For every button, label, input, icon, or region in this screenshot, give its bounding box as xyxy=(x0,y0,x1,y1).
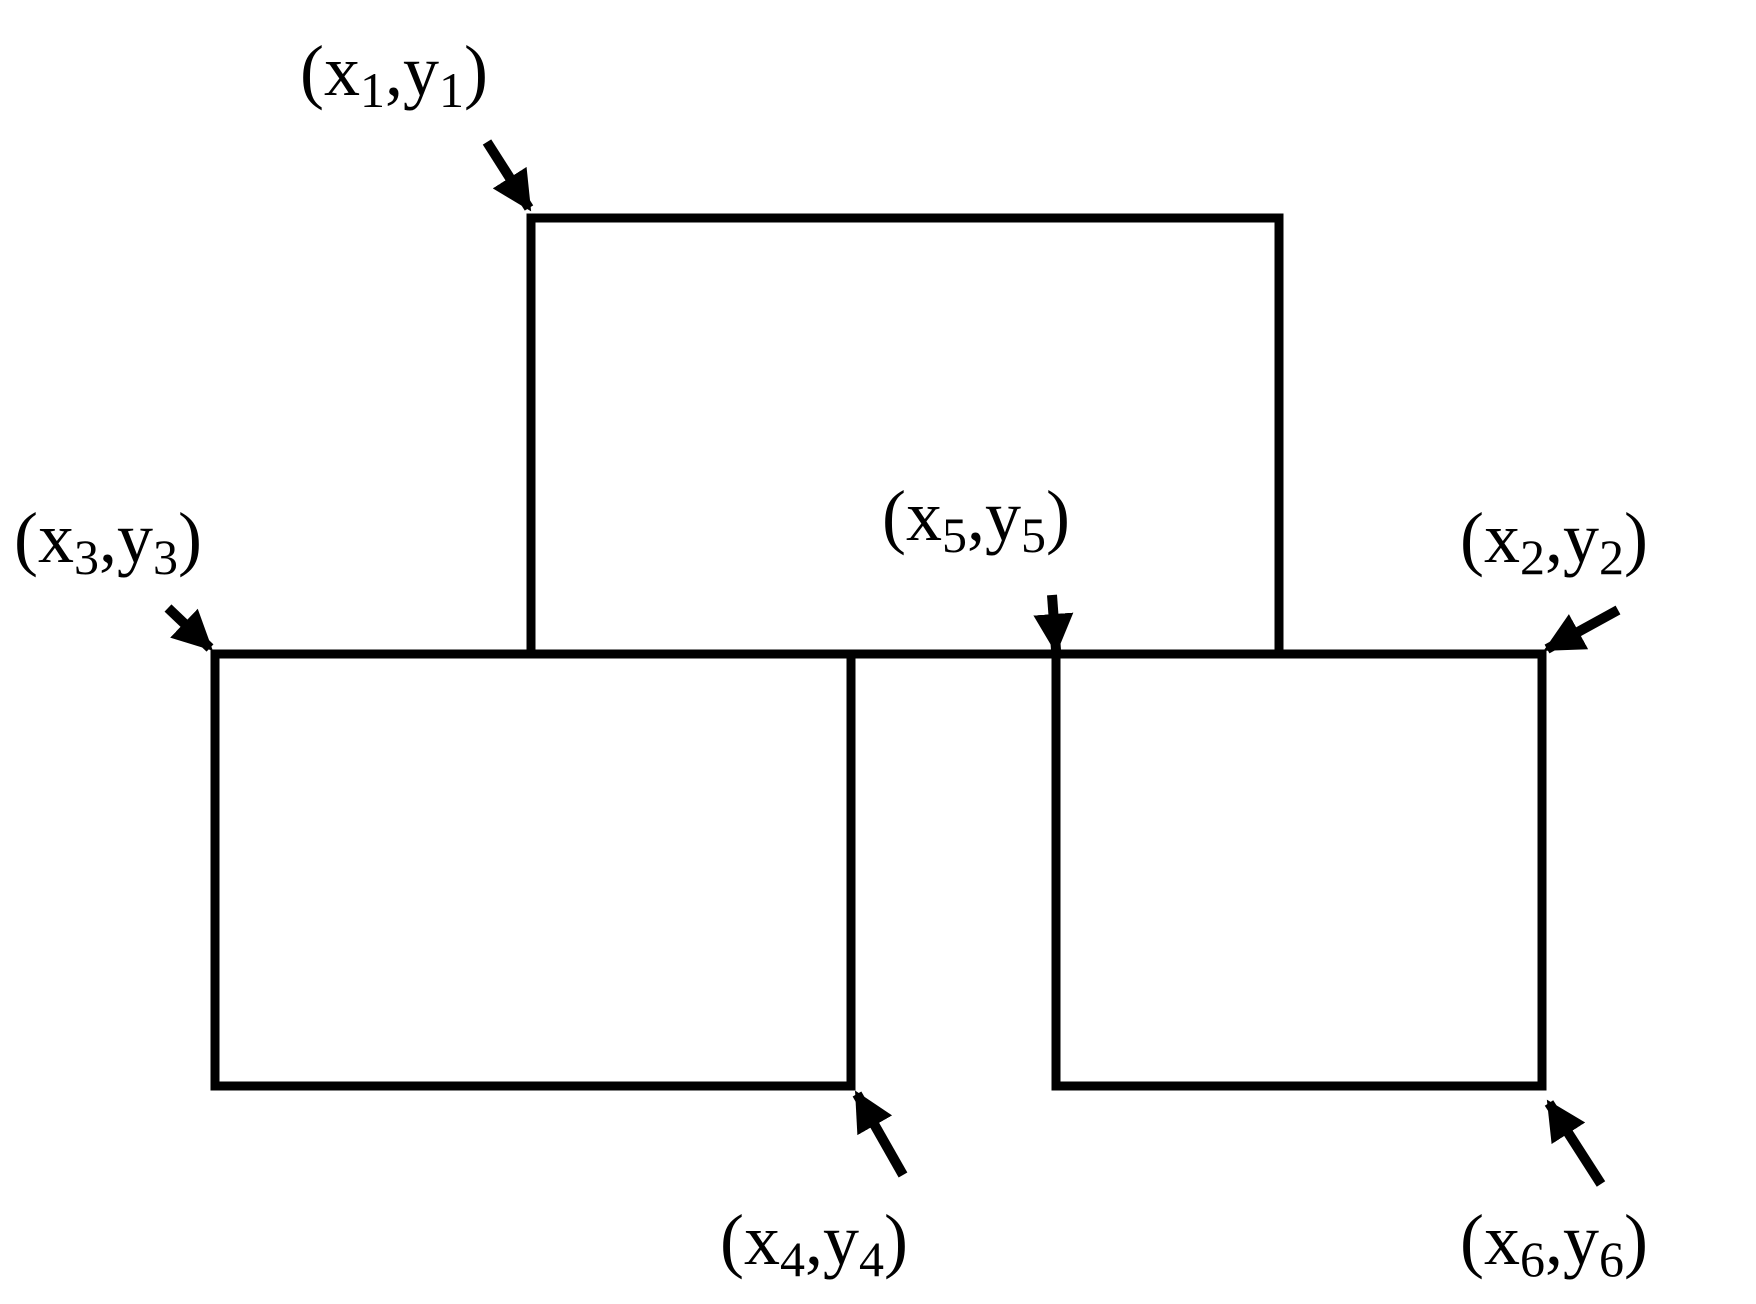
label-point-2: (x2,y2) xyxy=(1460,498,1648,585)
arrow-point-1 xyxy=(482,139,534,212)
label-point-3: (x3,y3) xyxy=(14,498,202,585)
label-point-5: (x5,y5) xyxy=(882,476,1070,563)
arrow-point-6 xyxy=(1544,1099,1606,1187)
label-point-6: (x6,y6) xyxy=(1460,1200,1648,1287)
arrows xyxy=(164,139,1621,1187)
label-point-4: (x4,y4) xyxy=(720,1200,908,1287)
label-point-1: (x1,y1) xyxy=(300,31,488,118)
bottom-left-box xyxy=(210,649,856,1091)
arrow-point-5 xyxy=(1033,594,1074,654)
bottom-right-box xyxy=(1051,649,1547,1091)
arrow-point-2 xyxy=(1543,605,1621,654)
arrow-point-3 xyxy=(164,604,214,652)
arrow-point-4 xyxy=(852,1090,908,1178)
boxes xyxy=(210,213,1547,1091)
top-box xyxy=(526,213,1284,659)
